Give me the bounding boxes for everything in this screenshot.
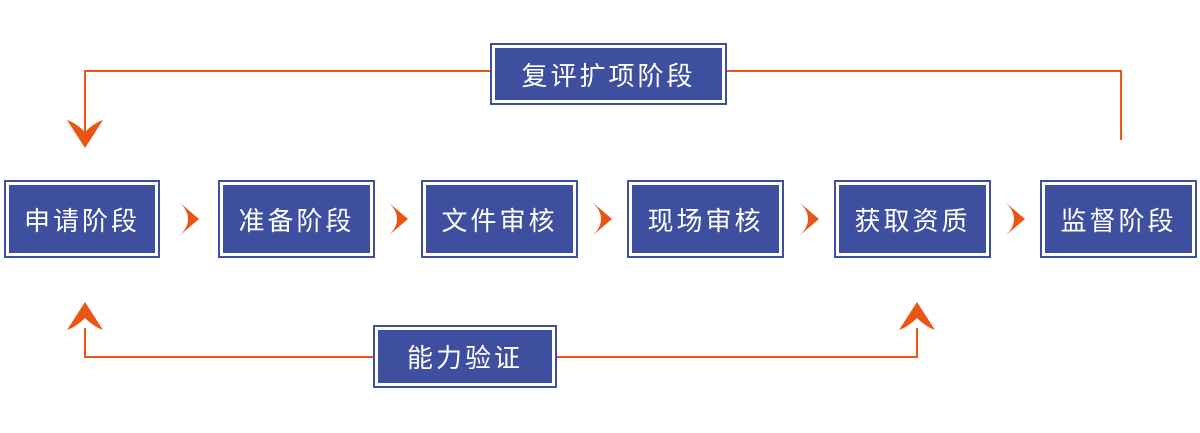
stage-box-obtain-qualification: 获取资质 xyxy=(834,180,991,258)
stage-label: 获取资质 xyxy=(839,185,986,253)
bottom-loop-left-vertical-line xyxy=(84,328,86,357)
feedback-top-label: 复评扩项阶段 xyxy=(495,48,722,100)
feedback-bottom-box: 能力验证 xyxy=(373,325,557,388)
stage-box-document-review: 文件审核 xyxy=(421,180,578,258)
top-loop-left-vertical-line xyxy=(84,70,86,135)
stage-box-preparation: 准备阶段 xyxy=(218,180,375,258)
feedback-bottom-label: 能力验证 xyxy=(378,330,552,383)
stage-box-application: 申请阶段 xyxy=(4,180,160,258)
stage-box-supervision: 监督阶段 xyxy=(1040,180,1197,258)
chevron-right-icon xyxy=(1004,201,1026,237)
chevron-right-icon xyxy=(178,201,200,237)
arrow-up-icon xyxy=(898,301,936,331)
arrow-down-icon xyxy=(66,119,104,149)
top-loop-right-vertical-line xyxy=(1120,70,1122,140)
stage-label: 准备阶段 xyxy=(223,185,370,253)
stage-label: 申请阶段 xyxy=(9,185,155,253)
bottom-loop-right-vertical-line xyxy=(916,328,918,357)
stage-box-onsite-review: 现场审核 xyxy=(627,180,784,258)
chevron-right-icon xyxy=(591,201,613,237)
stage-label: 文件审核 xyxy=(426,185,573,253)
chevron-right-icon xyxy=(387,201,409,237)
chevron-right-icon xyxy=(798,201,820,237)
stage-label: 现场审核 xyxy=(632,185,779,253)
arrow-up-icon xyxy=(66,301,104,331)
stage-label: 监督阶段 xyxy=(1045,185,1192,253)
feedback-top-box: 复评扩项阶段 xyxy=(490,43,727,105)
